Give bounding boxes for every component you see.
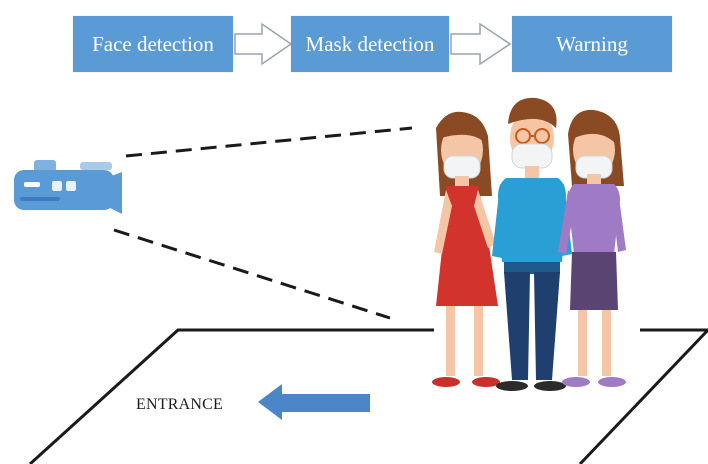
person-man-blue-sweater [492, 97, 572, 391]
flow-arrow-2 [450, 22, 512, 66]
person-woman-purple-top [558, 109, 626, 387]
mask-detection-label: Mask detection [305, 31, 435, 56]
mask-detection-box: Mask detection [291, 16, 449, 72]
masked-people-illustration [432, 97, 626, 391]
entrance-label: ENTRANCE [136, 396, 223, 413]
fov-line-upper [125, 126, 413, 158]
warning-label: Warning [556, 31, 628, 56]
face-detection-label: Face detection [92, 31, 214, 56]
fov-line-lower [113, 228, 391, 320]
face-detection-box: Face detection [73, 16, 233, 72]
person-woman-red-dress [432, 111, 500, 387]
entrance-floor [28, 328, 708, 464]
flow-arrow-1 [234, 22, 293, 66]
video-camera-icon [14, 160, 122, 214]
warning-box: Warning [512, 16, 672, 72]
entrance-arrow [258, 384, 370, 420]
